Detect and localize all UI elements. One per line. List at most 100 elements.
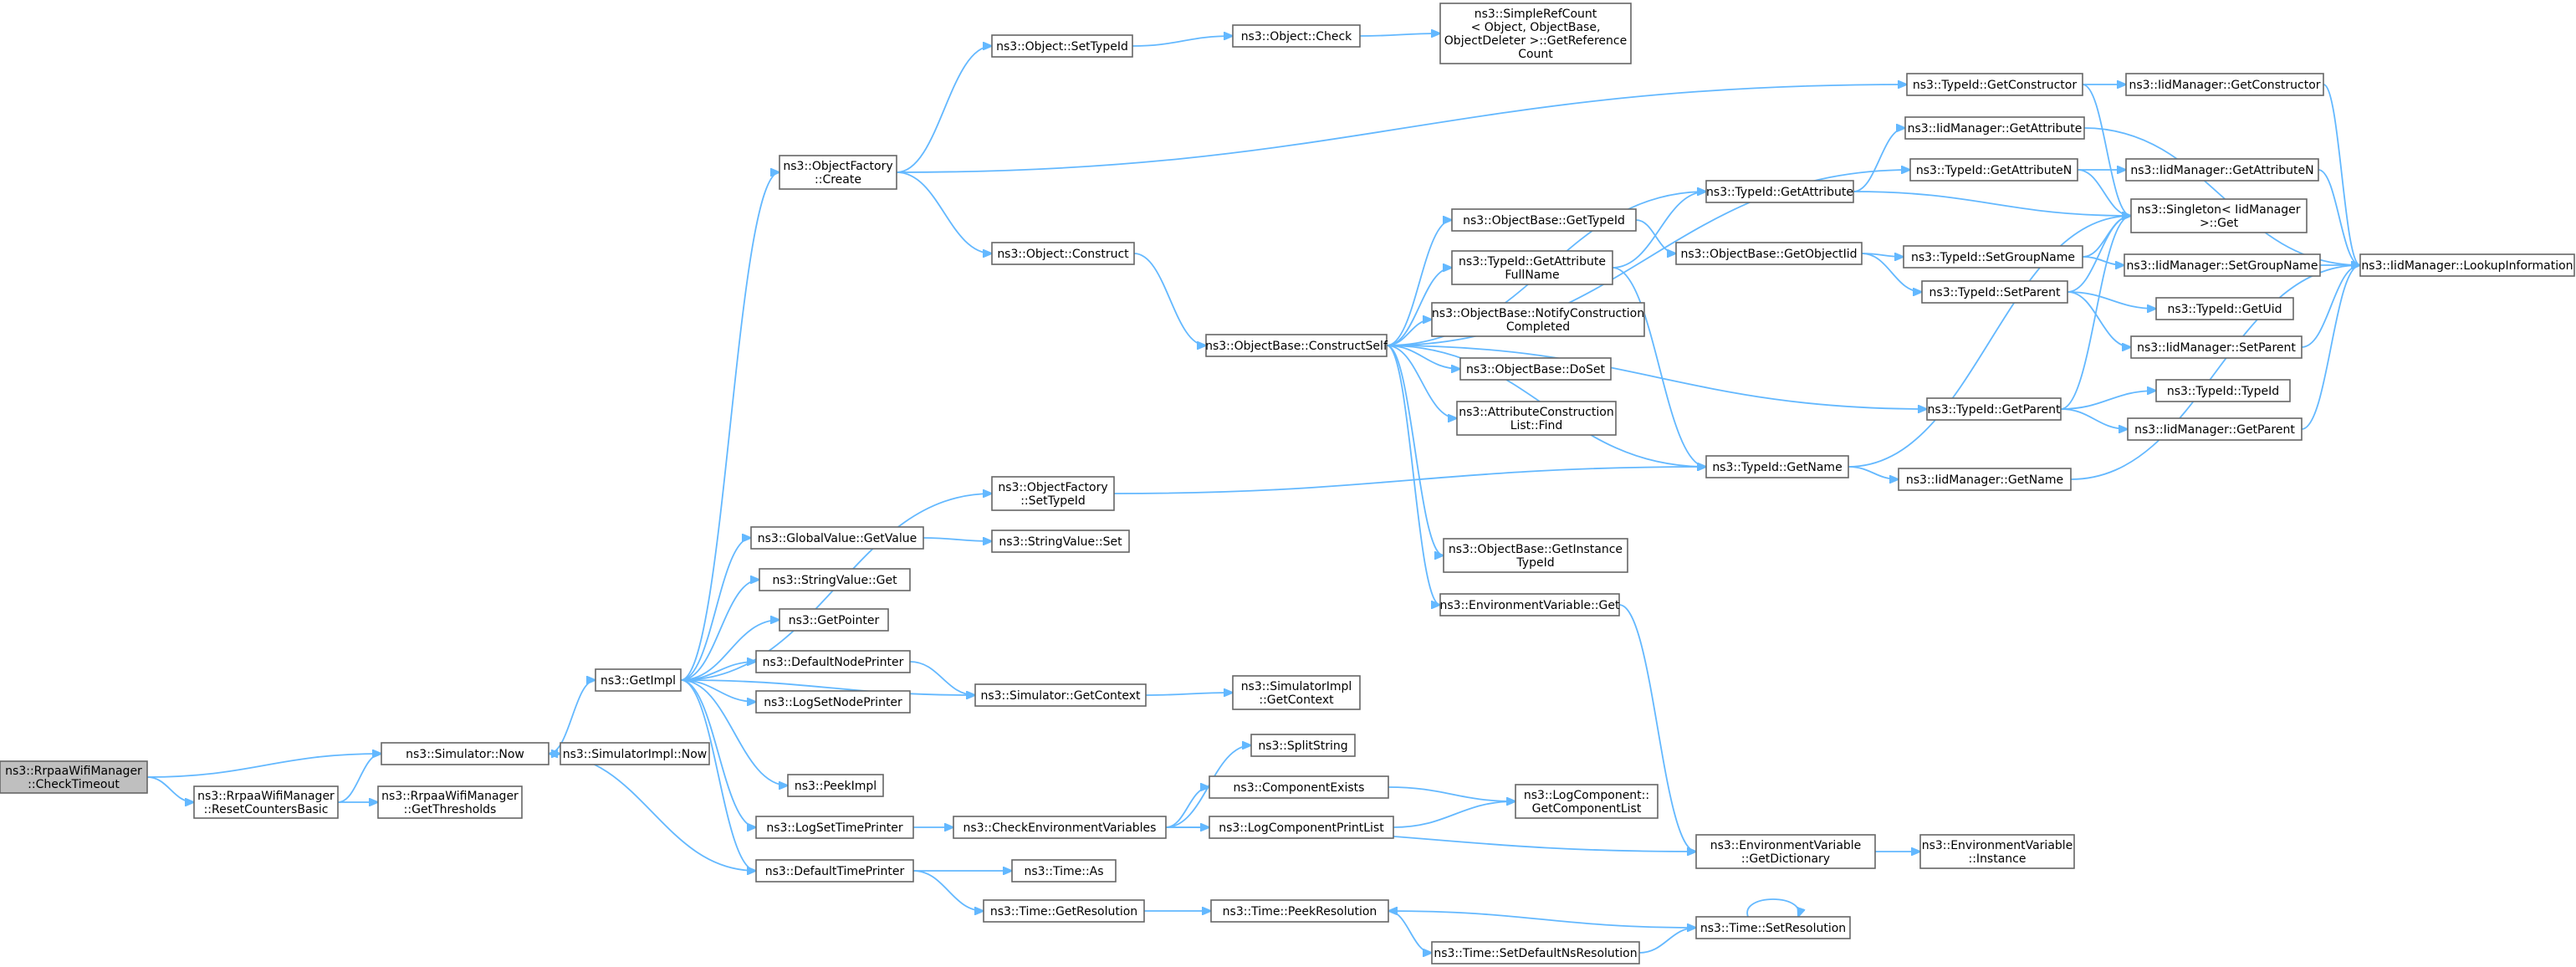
node-label: ns3::GetPointer — [789, 614, 880, 627]
node-box — [759, 568, 911, 591]
graph-node-logcomponentprintlist[interactable]: ns3::LogComponentPrintList — [1209, 816, 1394, 839]
graph-node-getpointer[interactable]: ns3::GetPointer — [779, 608, 889, 632]
graph-node-logsettimeprinter[interactable]: ns3::LogSetTimePrinter — [755, 816, 914, 839]
graph-node-singletonget[interactable]: ns3::Singleton< IidManager>::Get — [2130, 198, 2308, 233]
graph-node-timepeekresolution[interactable]: ns3::Time::PeekResolution — [1210, 899, 1389, 923]
edge-iidgetparent-to-lookupinfo — [2301, 265, 2360, 430]
edge-tigetparent-to-singletonget — [2060, 216, 2131, 410]
node-label: ns3::EnvironmentVariable::Get — [1440, 599, 1620, 612]
node-label: ns3::SplitString — [1258, 739, 1347, 753]
edge-defaulttimeprinter-to-simnow — [549, 754, 757, 872]
node-label: ns3::Simulator::Now — [406, 748, 524, 761]
graph-node-getthresholds[interactable]: ns3::RrpaaWifiManager::GetThresholds — [377, 785, 523, 819]
graph-node-tigetname[interactable]: ns3::TypeId::GetName — [1705, 455, 1849, 478]
graph-node-splitstring[interactable]: ns3::SplitString — [1250, 734, 1356, 757]
node-label: ns3::ObjectBase::DoSet — [1466, 363, 1605, 376]
node-label: ns3::RrpaaWifiManager — [5, 765, 142, 778]
graph-node-simnow[interactable]: ns3::Simulator::Now — [381, 742, 549, 765]
node-box — [755, 859, 914, 883]
graph-node-timegetresolution[interactable]: ns3::Time::GetResolution — [983, 899, 1145, 923]
node-label: ns3::Simulator::GetContext — [980, 689, 1141, 703]
graph-node-envgetdictionary[interactable]: ns3::EnvironmentVariable::GetDictionary — [1695, 834, 1876, 869]
graph-node-objconstruct[interactable]: ns3::Object::Construct — [991, 242, 1135, 265]
node-label: List::Find — [1510, 419, 1563, 432]
graph-node-iidgetname[interactable]: ns3::IidManager::GetName — [1898, 468, 2072, 491]
graph-node-iidsetgroupname[interactable]: ns3::IidManager::SetGroupName — [2124, 253, 2321, 277]
graph-node-logcomponentlist[interactable]: ns3::LogComponent::GetComponentList — [1515, 784, 1659, 819]
graph-node-simimplnow[interactable]: ns3::SimulatorImpl::Now — [560, 742, 710, 765]
graph-node-tigetparent[interactable]: ns3::TypeId::GetParent — [1926, 397, 2062, 421]
graph-node-simgetcontext[interactable]: ns3::Simulator::GetContext — [974, 683, 1147, 707]
graph-node-simplerefcount[interactable]: ns3::SimpleRefCount< Object, ObjectBase,… — [1439, 3, 1632, 64]
node-label: ns3::DefaultTimePrinter — [765, 865, 905, 878]
graph-node-logsetnodeprinter[interactable]: ns3::LogSetNodePrinter — [755, 690, 911, 714]
graph-node-titypeid[interactable]: ns3::TypeId::TypeId — [2155, 379, 2291, 402]
graph-node-tigetattributen[interactable]: ns3::TypeId::GetAttributeN — [1909, 158, 2078, 182]
graph-node-componentexists[interactable]: ns3::ComponentExists — [1209, 775, 1389, 799]
graph-node-iidgetconstructor[interactable]: ns3::IidManager::GetConstructor — [2125, 73, 2324, 96]
edge-tigetparent-to-iidgetparent — [2060, 408, 2128, 429]
node-label: ::Create — [815, 173, 861, 187]
node-box — [1431, 302, 1645, 337]
graph-node-checktimeout[interactable]: ns3::RrpaaWifiManager::CheckTimeout — [0, 760, 148, 794]
graph-node-stringvalueset[interactable]: ns3::StringValue::Set — [991, 530, 1130, 553]
node-label: ns3::IidManager::GetName — [1906, 473, 2063, 487]
graph-node-defaulttimeprinter[interactable]: ns3::DefaultTimePrinter — [755, 859, 914, 883]
node-label: ns3::LogSetNodePrinter — [764, 696, 902, 709]
node-label: ns3::TypeId::GetParent — [1928, 403, 2061, 417]
edge-tisetparent-to-tigetuid — [2067, 291, 2156, 309]
node-label: ns3::TypeId::GetAttribute — [1706, 186, 1853, 199]
graph-node-obgettypeid[interactable]: ns3::ObjectBase::GetTypeId — [1451, 208, 1637, 232]
graph-node-objcheck[interactable]: ns3::Object::Check — [1232, 24, 1361, 48]
graph-node-iidgetattribute[interactable]: ns3::IidManager::GetAttribute — [1904, 116, 2085, 140]
graph-node-tigetattribute[interactable]: ns3::TypeId::GetAttribute — [1705, 180, 1854, 203]
graph-node-timeas[interactable]: ns3::Time::As — [1011, 859, 1117, 883]
graph-node-envget[interactable]: ns3::EnvironmentVariable::Get — [1439, 593, 1620, 617]
edge-getimpl-to-simgetcontext — [680, 679, 975, 695]
graph-node-resetcounters[interactable]: ns3::RrpaaWifiManager::ResetCountersBasi… — [193, 785, 339, 819]
graph-node-getimpl[interactable]: ns3::GetImpl — [595, 668, 682, 692]
graph-node-peekimpl[interactable]: ns3::PeekImpl — [787, 774, 884, 797]
node-box — [779, 155, 897, 190]
node-label: ns3::StringValue::Get — [772, 574, 897, 587]
node-box — [1210, 899, 1389, 923]
node-label: ObjectDeleter >::GetReference — [1444, 34, 1627, 48]
node-box — [953, 816, 1167, 839]
edge-constructself-to-tigetparent — [1386, 345, 1927, 409]
graph-node-notifyconstruction[interactable]: ns3::ObjectBase::NotifyConstructionCompl… — [1431, 302, 1645, 337]
graph-node-objsettypeid[interactable]: ns3::Object::SetTypeId — [991, 34, 1133, 58]
graph-node-doset[interactable]: ns3::ObjectBase::DoSet — [1459, 357, 1612, 381]
edge-componentexists-to-logcomponentlist — [1388, 786, 1515, 801]
graph-node-gvgetvalue[interactable]: ns3::GlobalValue::GetValue — [750, 526, 924, 550]
node-label: TypeId — [1515, 556, 1554, 570]
graph-node-envinstance[interactable]: ns3::EnvironmentVariable::Instance — [1919, 834, 2075, 869]
edge-resetcounters-to-simnow — [337, 754, 381, 803]
graph-node-constructself[interactable]: ns3::ObjectBase::ConstructSelf — [1205, 334, 1388, 357]
graph-node-iidgetattributen[interactable]: ns3::IidManager::GetAttributeN — [2125, 158, 2319, 182]
edge-iidgetattributen-to-lookupinfo — [2318, 169, 2360, 265]
graph-node-tigetconstructor[interactable]: ns3::TypeId::GetConstructor — [1906, 73, 2083, 96]
graph-node-lookupinfo[interactable]: ns3::IidManager::LookupInformation — [2359, 253, 2575, 277]
graph-node-tisetgroupname[interactable]: ns3::TypeId::SetGroupName — [1903, 245, 2083, 269]
graph-node-iidsetparent[interactable]: ns3::IidManager::SetParent — [2130, 335, 2303, 359]
node-box — [1705, 180, 1854, 203]
graph-node-tisetparent[interactable]: ns3::TypeId::SetParent — [1921, 280, 2068, 304]
graph-node-timesetresolution[interactable]: ns3::Time::SetResolution — [1695, 916, 1851, 939]
graph-node-checkenvvars[interactable]: ns3::CheckEnvironmentVariables — [953, 816, 1167, 839]
graph-node-timesetdefaultns[interactable]: ns3::Time::SetDefaultNsResolution — [1431, 941, 1640, 964]
graph-node-simimplgetcontext[interactable]: ns3::SimulatorImpl::GetContext — [1232, 675, 1361, 710]
graph-node-ofcreate[interactable]: ns3::ObjectFactory::Create — [779, 155, 897, 190]
graph-node-ofsettypeid[interactable]: ns3::ObjectFactory::SetTypeId — [991, 476, 1115, 511]
graph-node-tigetuid[interactable]: ns3::TypeId::GetUid — [2155, 297, 2294, 320]
graph-node-getobjectiid[interactable]: ns3::ObjectBase::GetObjectIid — [1675, 242, 1863, 265]
graph-node-iidgetparent[interactable]: ns3::IidManager::GetParent — [2127, 417, 2303, 441]
graph-node-defaultnodeprinter[interactable]: ns3::DefaultNodePrinter — [755, 650, 911, 673]
graph-node-stringvalueget[interactable]: ns3::StringValue::Get — [759, 568, 911, 591]
node-label: ns3::IidManager::GetConstructor — [2129, 79, 2320, 92]
node-label: ns3::ComponentExists — [1234, 781, 1365, 795]
node-box — [1921, 280, 2068, 304]
node-label: ns3::RrpaaWifiManager — [381, 790, 519, 803]
